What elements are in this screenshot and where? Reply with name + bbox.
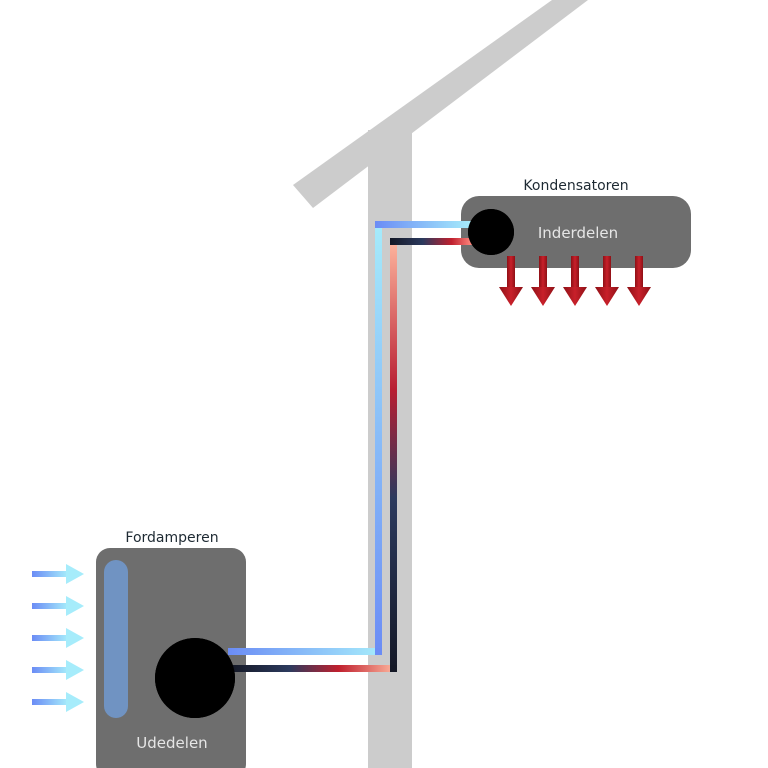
hot-line-top [390,238,472,245]
indoor-fan-overlay [468,209,514,255]
house-wall-top [368,132,412,175]
arrow-right-icon [32,628,84,648]
arrow-down-icon [563,256,587,306]
indoor-unit-body [461,196,691,268]
arrow-down-icon [627,256,651,306]
outdoor-unit-label: Udedelen [136,734,207,752]
evaporator-coil [104,560,128,718]
outdoor-fan-overlay [155,638,235,718]
arrow-right-icon [32,564,84,584]
arrow-down-icon [595,256,619,306]
house-roof [293,0,588,208]
arrow-right-icon [32,660,84,680]
hot-line-bottom [232,665,396,672]
condenser-caption: Kondensatoren [523,178,628,194]
cold-line-vertical [375,221,382,655]
arrow-right-icon [32,692,84,712]
evaporator-caption: Fordamperen [125,530,218,546]
heat-output-arrows [499,256,651,306]
cold-line-bottom [228,648,382,655]
hot-refrigerant-line [232,238,472,672]
arrow-down-icon [499,256,523,306]
cold-refrigerant-line [228,221,471,655]
hot-line-vertical [390,238,397,672]
air-intake-arrows [32,564,84,712]
cold-line-top [375,221,471,228]
indoor-unit-label: Inderdelen [538,224,618,242]
arrow-right-icon [32,596,84,616]
arrow-down-icon [531,256,555,306]
